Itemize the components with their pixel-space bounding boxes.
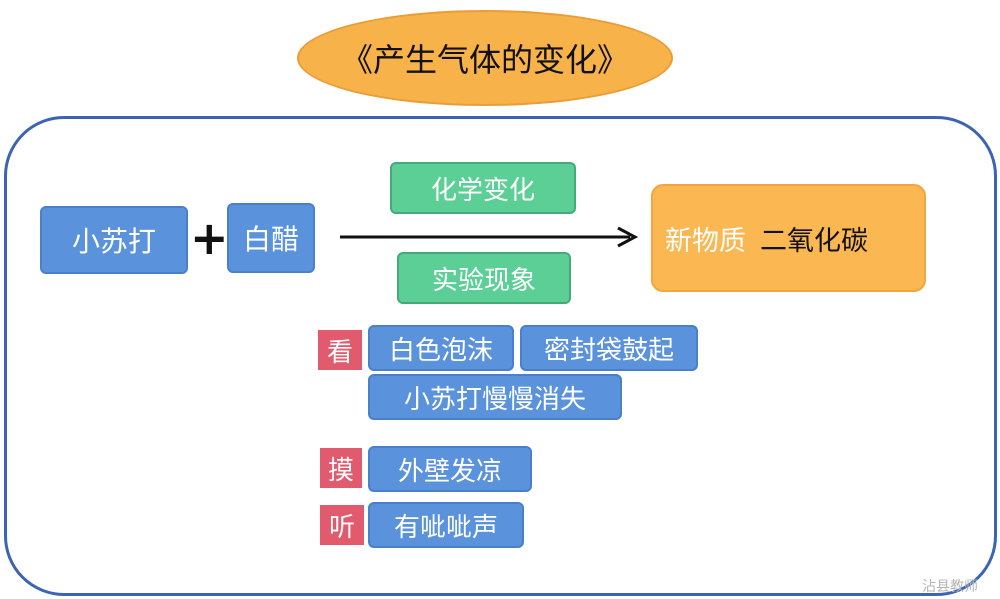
phenomenon-box: 实验现象 xyxy=(397,252,571,304)
arrow-top-label: 化学变化 xyxy=(430,175,535,206)
observation-text: 有呲呲声 xyxy=(393,512,498,543)
reaction-arrow xyxy=(340,226,639,248)
sense-tag-look: 看 xyxy=(318,330,362,370)
observation-white-foam: 白色泡沫 xyxy=(368,325,514,371)
reactant-box-vinegar: 白醋 xyxy=(227,203,315,273)
product-box: 新物质 二氧化碳 xyxy=(651,184,926,292)
reactant-box-baking-soda: 小苏打 xyxy=(40,206,188,274)
sense-tag-hear: 听 xyxy=(320,505,364,545)
plus-sign: + xyxy=(190,211,229,265)
observation-text: 外壁发凉 xyxy=(397,456,502,487)
reactant-b-label: 白醋 xyxy=(242,223,299,256)
reactant-a-label: 小苏打 xyxy=(71,225,156,258)
observation-text: 密封袋鼓起 xyxy=(543,335,674,366)
observation-hissing-sound: 有呲呲声 xyxy=(368,502,524,548)
product-name: 二氧化碳 xyxy=(760,225,868,257)
observation-text: 白色泡沫 xyxy=(388,335,493,366)
observation-outer-wall-cool: 外壁发凉 xyxy=(368,446,532,492)
sense-tag-touch: 摸 xyxy=(320,448,362,488)
arrow-bottom-label: 实验现象 xyxy=(431,265,536,296)
chemical-change-box: 化学变化 xyxy=(390,162,576,214)
watermark: 沾县教师 xyxy=(922,579,978,595)
observation-bag-inflates: 密封袋鼓起 xyxy=(520,325,698,371)
title-oval: 《产生气体的变化》 xyxy=(297,10,673,106)
observation-text: 小苏打慢慢消失 xyxy=(403,384,586,415)
observation-soda-disappears: 小苏打慢慢消失 xyxy=(368,374,622,420)
diagram-title: 《产生气体的变化》 xyxy=(340,41,629,79)
product-label: 新物质 xyxy=(665,225,746,257)
